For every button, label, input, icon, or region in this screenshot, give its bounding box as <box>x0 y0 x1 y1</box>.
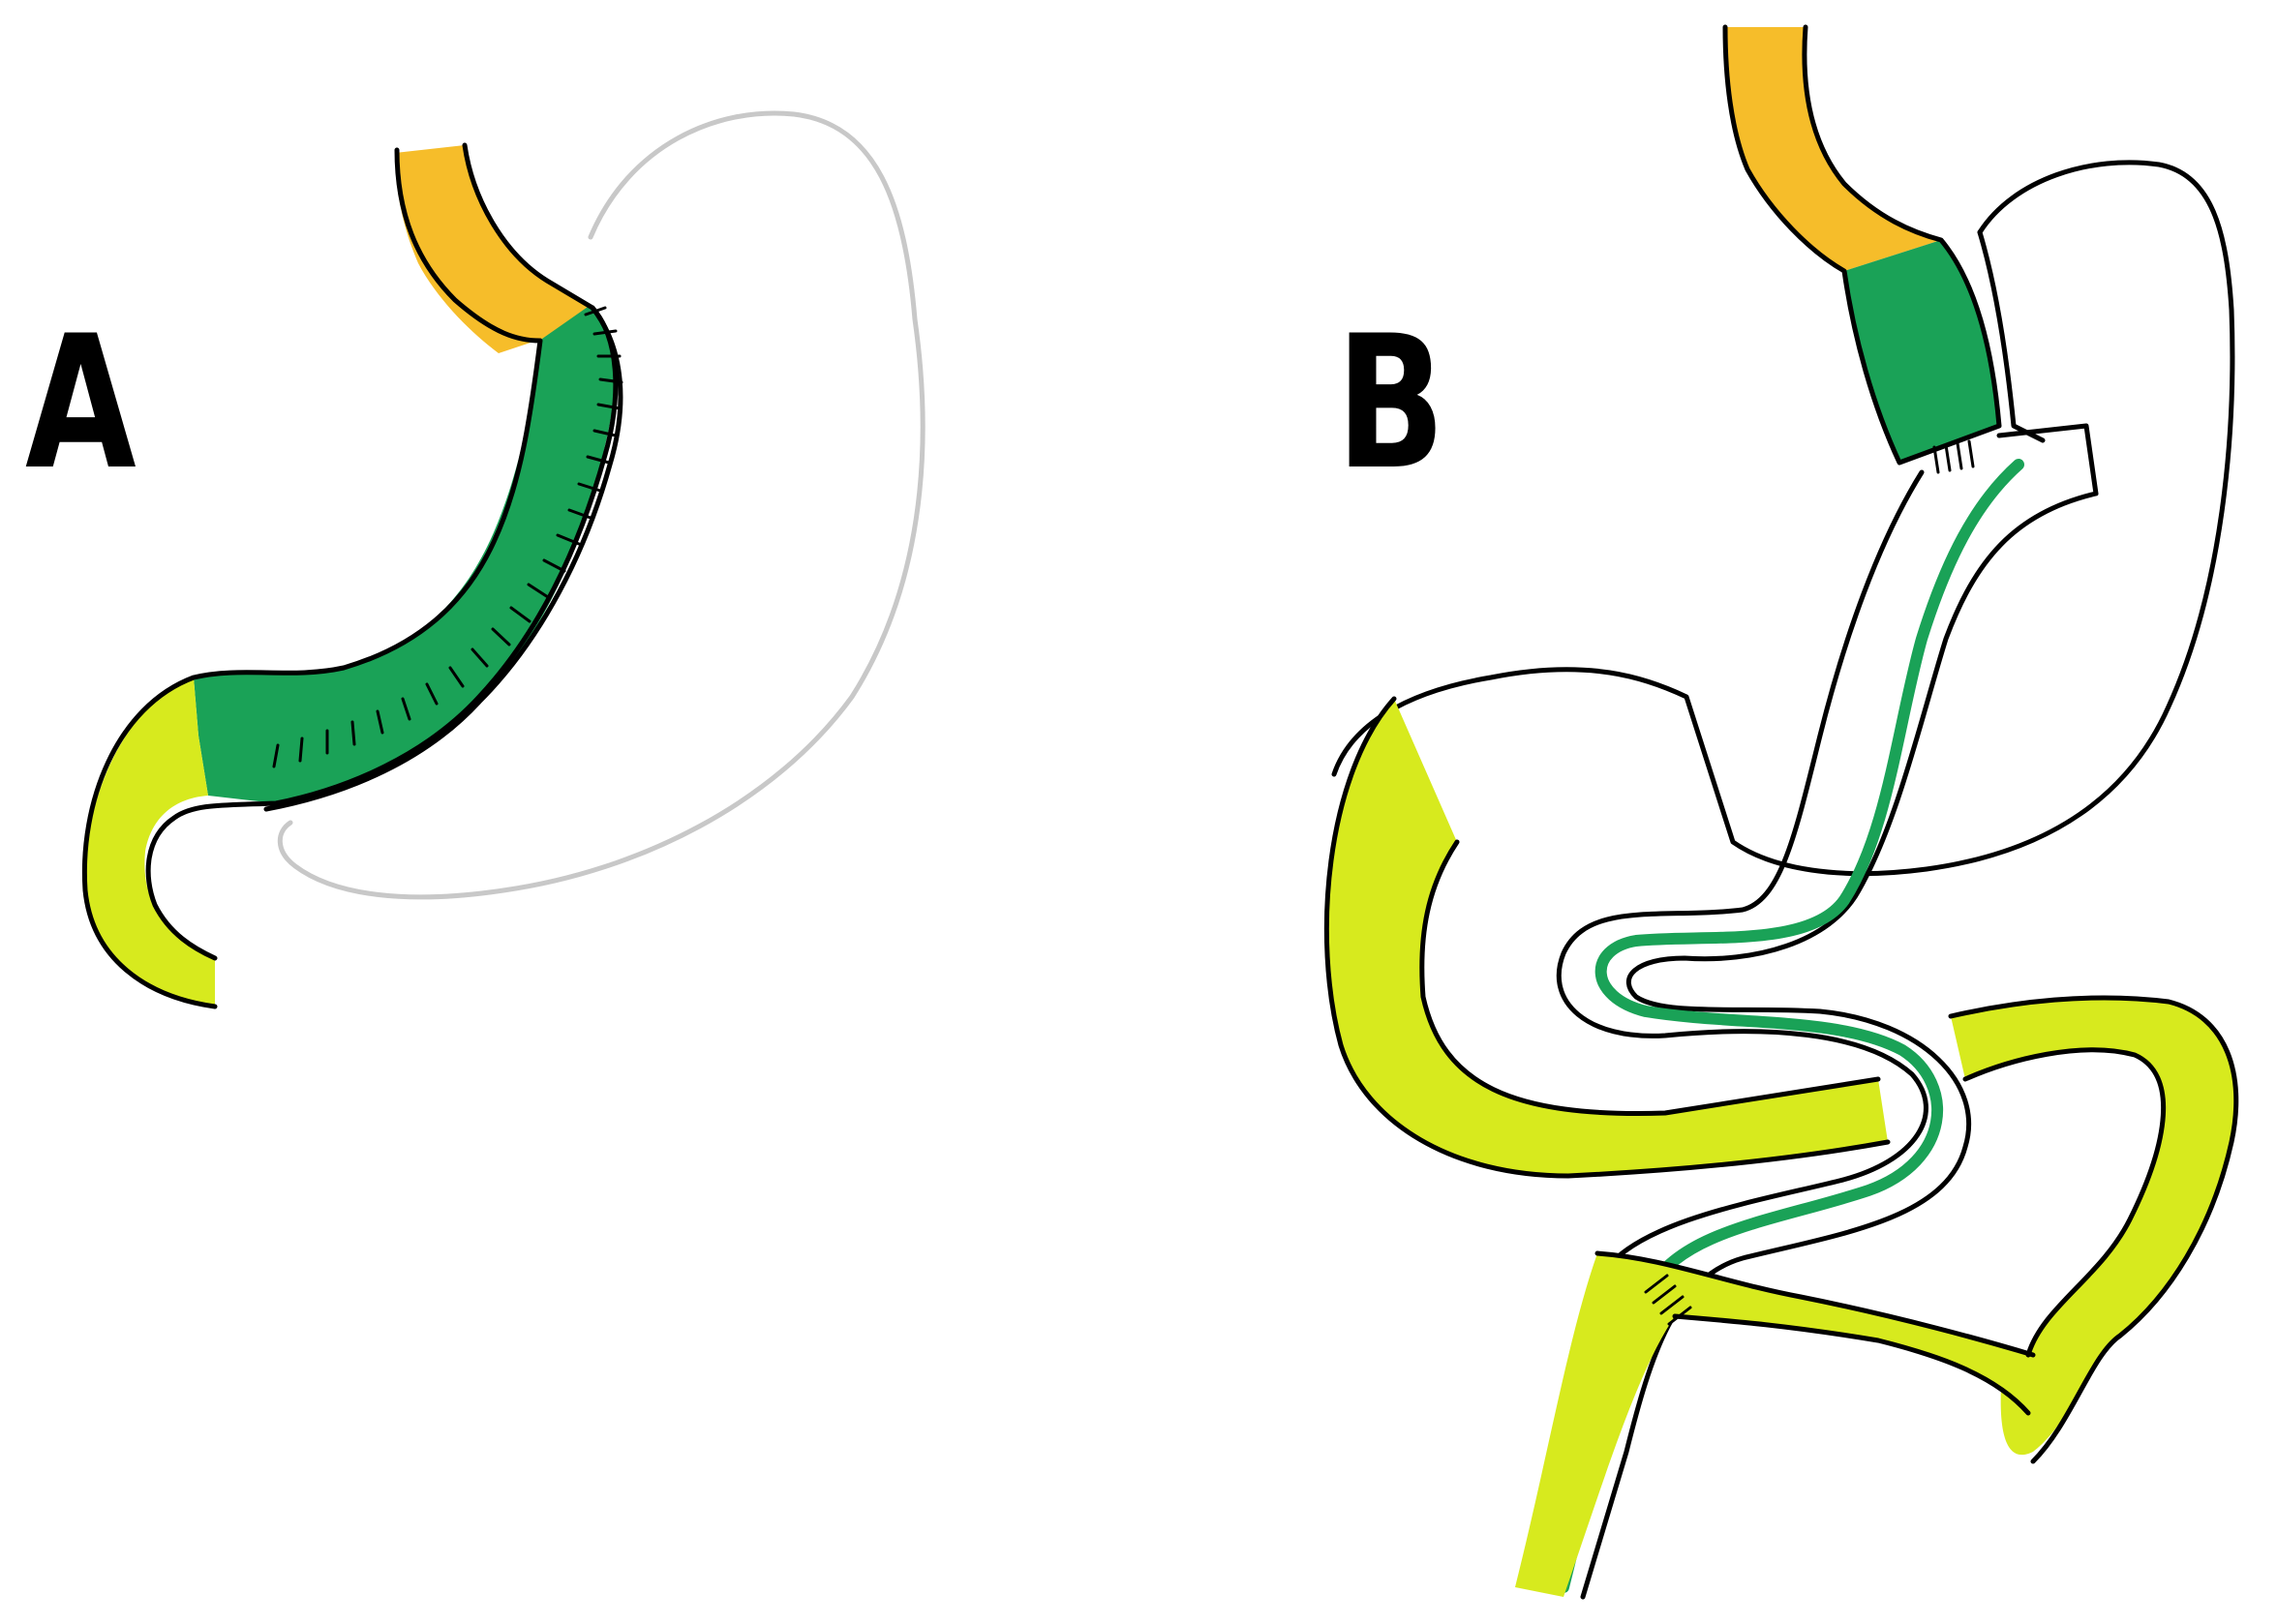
duodenum-b-outline-inner <box>1422 842 1878 1113</box>
gastric-sleeve-a <box>194 305 615 803</box>
anastomosis-sutures <box>1646 441 1973 1324</box>
esophagus-a <box>395 145 591 353</box>
panel-b-illustration <box>1326 27 2235 1597</box>
ileum-b <box>1515 1253 2033 1597</box>
duodenum-a <box>85 677 215 1007</box>
resected-stomach-outline <box>280 113 923 897</box>
gastric-pouch-b <box>1844 240 1999 463</box>
remnant-stomach-outline <box>1334 163 2232 874</box>
panel-a-illustration <box>84 113 923 1007</box>
esophagus-b <box>1725 27 1941 271</box>
